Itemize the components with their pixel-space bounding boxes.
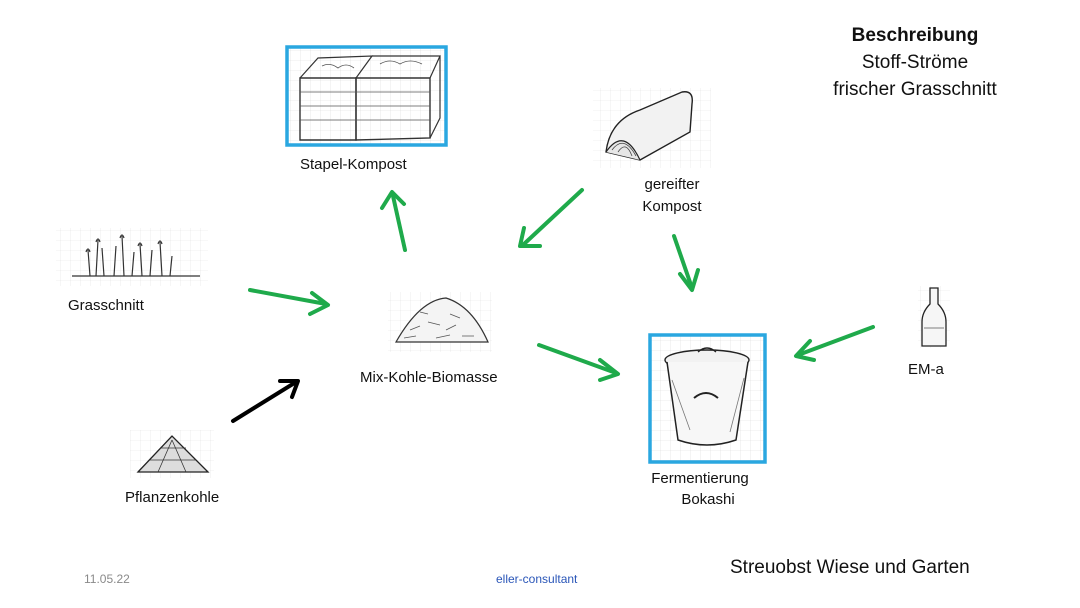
em-a-image: [918, 286, 950, 348]
label-gereifter-kompost: gereifter Kompost: [628, 174, 716, 218]
arrow-mix-to-fermentierung: [537, 343, 620, 382]
arrow-gereift-to-fermentierung: [672, 234, 700, 292]
arrow-em-a-to-fermentierung: [794, 325, 875, 362]
label-em-a: EM-a: [908, 361, 944, 378]
stapel-kompost-frame: [285, 45, 448, 147]
description-line-1: Stoff-Ströme: [861, 52, 969, 73]
label-stapel-kompost: Stapel-Kompost: [300, 156, 407, 173]
fermentierung-image: [648, 333, 767, 464]
description-line-2: frischer Grasschnitt: [833, 79, 997, 100]
footer-date: 11.05.22: [84, 572, 130, 586]
label-grasschnitt: Grasschnitt: [68, 297, 144, 314]
description-heading: Beschreibung: [851, 25, 979, 46]
pflanzenkohle-image: [130, 430, 214, 478]
label-gereifter-kompost-line2: Kompost: [642, 198, 702, 215]
gereifter-kompost-image: [593, 88, 711, 168]
arrows-green: [248, 188, 875, 382]
label-pflanzenkohle: Pflanzenkohle: [125, 489, 220, 506]
arrow-mix-to-stapel: [380, 190, 407, 252]
footer-title: Streuobst Wiese und Garten: [730, 557, 970, 578]
label-fermentierung-bokashi: Fermentierung Bokashi: [640, 468, 760, 510]
arrow-gereift-to-mix: [518, 188, 584, 248]
mix-biomasse-image: [388, 292, 492, 352]
label-fermentierung-line2: Bokashi: [681, 491, 735, 508]
description-title-block: Beschreibung Stoff-Ströme frischer Grass…: [800, 22, 1030, 103]
arrow-grasschnitt-to-mix: [248, 288, 330, 316]
stapel-kompost-image: [285, 45, 448, 147]
arrow-pflanzenkohle-to-mix: [231, 379, 300, 423]
label-fermentierung-line1: Fermentierung: [651, 470, 749, 487]
footer-author: eller-consultant: [496, 572, 578, 586]
label-gereifter-kompost-line1: gereifter: [644, 176, 700, 193]
label-mix-kohle-biomasse: Mix-Kohle-Biomasse: [360, 369, 498, 386]
grasschnitt-image: [56, 228, 208, 286]
